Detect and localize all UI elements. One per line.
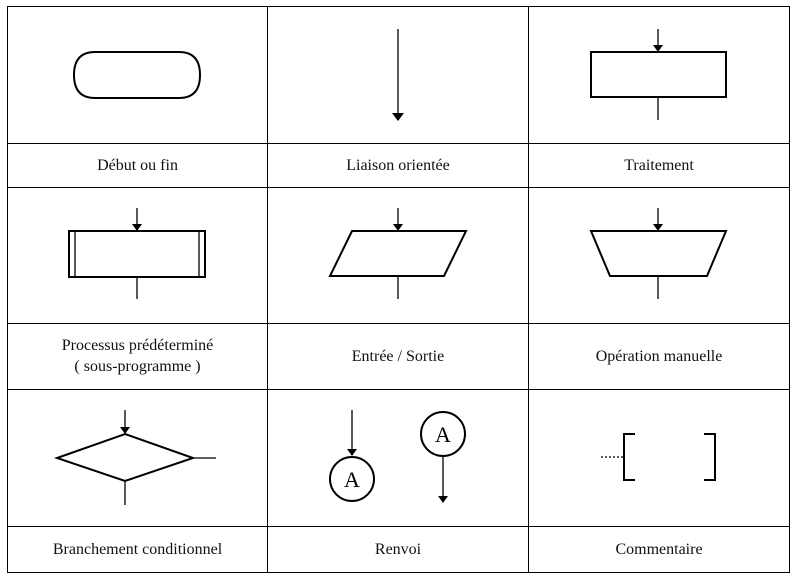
connector-shapes: A A bbox=[329, 409, 466, 503]
label-entree-sortie: Entrée / Sortie bbox=[267, 322, 529, 390]
label-operation: Opération manuelle bbox=[528, 322, 790, 390]
parallelogram-shape bbox=[328, 208, 468, 300]
arrow-shape bbox=[392, 29, 404, 122]
label-liaison: Liaison orientée bbox=[267, 143, 529, 189]
symbol-commentaire bbox=[528, 388, 790, 527]
label-branchement: Branchement conditionnel bbox=[7, 525, 268, 574]
decision-shape bbox=[53, 409, 216, 505]
trapezoid-shape bbox=[589, 208, 728, 300]
annotation-shape bbox=[601, 432, 716, 481]
terminator-shape bbox=[72, 51, 202, 100]
predefined-process-shape bbox=[68, 208, 206, 300]
label-processus-line2: ( sous-programme ) bbox=[74, 358, 201, 376]
process-shape bbox=[590, 29, 727, 121]
symbol-processus bbox=[7, 187, 268, 324]
symbol-traitement bbox=[528, 5, 790, 145]
label-debut-fin: Début ou fin bbox=[7, 143, 268, 189]
symbol-entree-sortie bbox=[267, 187, 529, 324]
symbol-operation bbox=[528, 187, 790, 324]
label-renvoi: Renvoi bbox=[267, 525, 529, 574]
symbol-liaison bbox=[267, 5, 529, 145]
symbol-branchement bbox=[7, 388, 268, 527]
label-processus-line1: Processus prédéterminé bbox=[61, 337, 214, 355]
label-processus: Processus prédéterminé ( sous-programme … bbox=[7, 322, 268, 390]
label-commentaire: Commentaire bbox=[528, 525, 790, 574]
connector-letter-in: A bbox=[344, 467, 360, 492]
symbol-debut-fin bbox=[7, 5, 268, 145]
flowchart-symbols-table: Début ou fin Liaison orientée Traitement bbox=[7, 5, 790, 574]
symbol-renvoi: A A bbox=[267, 388, 529, 527]
label-traitement: Traitement bbox=[528, 143, 790, 189]
connector-letter-out: A bbox=[435, 422, 451, 447]
